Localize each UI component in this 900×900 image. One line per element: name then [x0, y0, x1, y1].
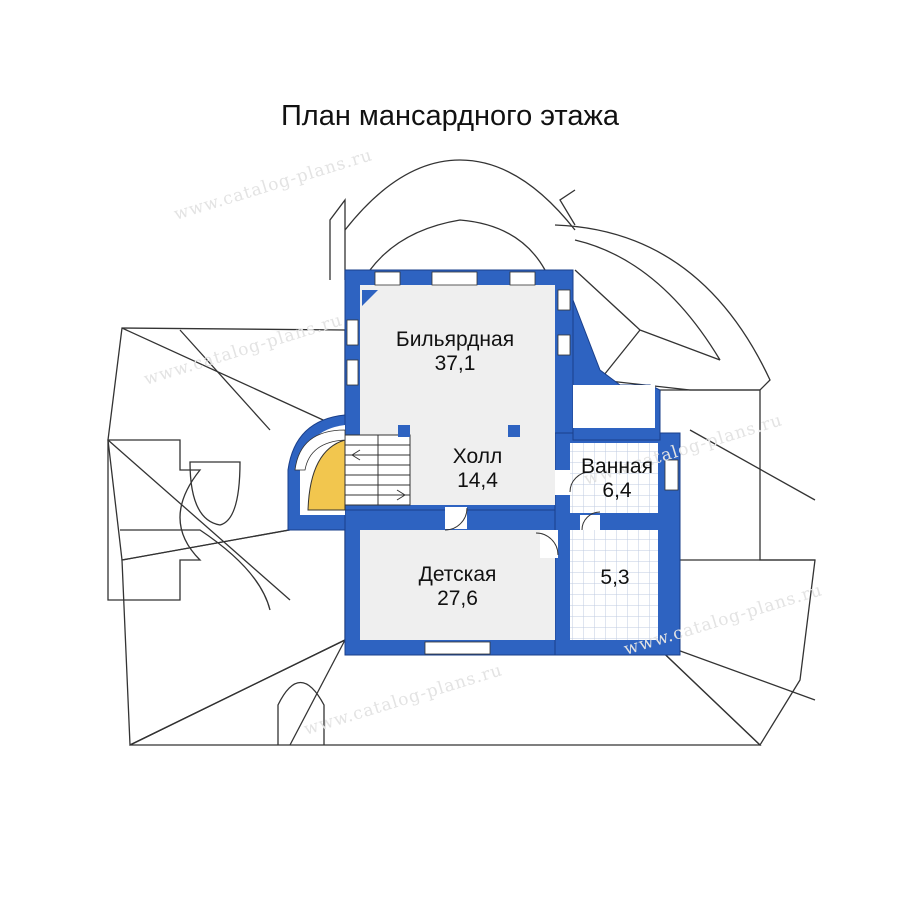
stair	[307, 434, 411, 511]
floor-wc	[570, 530, 658, 640]
floor-kids	[360, 530, 555, 640]
top-arc-inner	[369, 219, 546, 271]
floor-bath	[570, 443, 658, 513]
room-hall-area: 14,4	[457, 469, 498, 492]
room-hall: Холл 14,4	[420, 445, 535, 493]
top-arc-outer	[344, 159, 576, 231]
room-billiard-name: Бильярдная	[395, 328, 515, 351]
room-kids: Детская 27,6	[385, 563, 530, 611]
room-bath-area: 6,4	[602, 479, 632, 502]
left-bay	[107, 439, 202, 601]
room-wc: 5,3	[575, 566, 655, 590]
room-bath: Ванная 6,4	[562, 455, 672, 503]
room-kids-name: Детская	[418, 563, 497, 586]
roof-left-lower	[121, 519, 346, 747]
room-wc-area: 5,3	[600, 566, 630, 589]
right-arc	[554, 224, 771, 391]
windows	[294, 271, 679, 655]
room-bath-name: Ванная	[581, 455, 653, 478]
room-hall-name: Холл	[452, 445, 503, 468]
roof-right	[649, 389, 816, 747]
doors	[444, 470, 601, 558]
room-billiard: Бильярдная 37,1	[365, 328, 545, 376]
room-billiard-area: 37,1	[434, 352, 476, 375]
plan-title: План мансардного этажа	[280, 100, 620, 132]
bottom-dormer	[277, 681, 325, 745]
columns	[362, 290, 520, 437]
room-kids-area: 27,6	[437, 587, 478, 610]
